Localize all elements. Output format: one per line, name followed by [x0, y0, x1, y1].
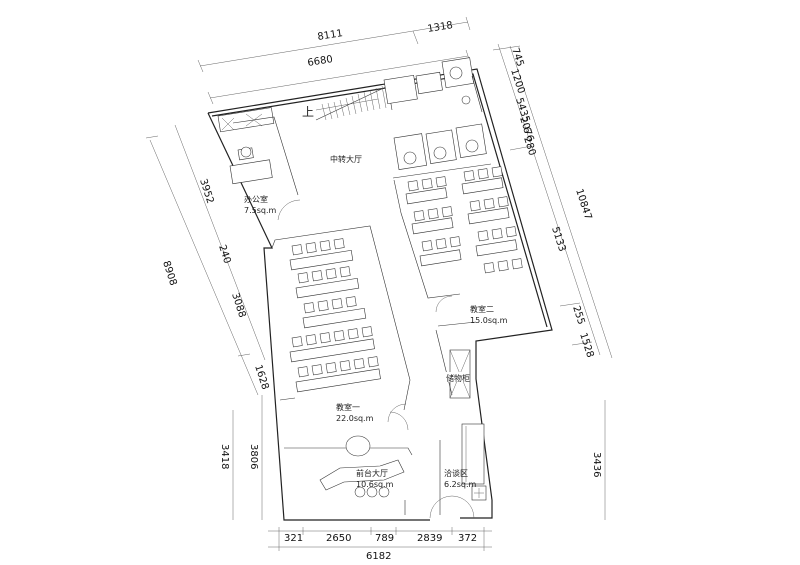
dim-top-6680: 6680 [307, 54, 334, 69]
classroom2-name: 教室二 [470, 304, 494, 314]
dim-right-255: 255 [570, 305, 586, 327]
classroom1-furniture [289, 238, 409, 431]
reception-area: 10.6sq.m [356, 480, 394, 489]
staircase: 上 [302, 85, 393, 121]
dim-left-3088: 3088 [229, 292, 247, 320]
lounge [461, 423, 487, 501]
classroom1-name: 教室一 [336, 402, 360, 412]
dim-right-6: 6 [520, 126, 532, 135]
dim-bottom-6182: 6182 [366, 551, 391, 562]
dim-top-1318: 1318 [427, 20, 454, 35]
office-area: 7.5sq.m [244, 206, 277, 215]
classroom2-furniture [405, 166, 523, 313]
dim-right-10847: 10847 [573, 188, 593, 222]
lounge-area: 6.2sq.m [444, 480, 477, 489]
dim-bottom-2839: 2839 [417, 533, 442, 544]
dim-bottom-321: 321 [284, 533, 303, 544]
storage: 储物柜 [444, 349, 471, 399]
dim-bottom-2650: 2650 [326, 533, 351, 544]
dim-top-8111: 8111 [317, 28, 344, 43]
dim-right-1200: 1200 [508, 68, 526, 96]
office-name: 办公室 [244, 194, 268, 204]
storage-name: 储物柜 [446, 373, 470, 383]
dim-bottom-789: 789 [375, 533, 394, 544]
classroom2-area: 15.0sq.m [470, 316, 508, 325]
reception [319, 435, 475, 519]
dim-right-745: 745 [509, 47, 525, 69]
top-fixtures [383, 57, 483, 113]
dim-right-1528: 1528 [577, 332, 595, 360]
dim-left-8908: 8908 [160, 260, 178, 288]
dim-left-1628: 1628 [252, 364, 270, 392]
dim-left-3418: 3418 [219, 444, 230, 469]
booths [393, 123, 487, 170]
dim-right-5133: 5133 [549, 226, 567, 254]
classroom1-area: 22.0sq.m [336, 414, 374, 423]
reception-name: 前台大厅 [356, 468, 388, 478]
lounge-name: 洽谈区 [444, 468, 468, 478]
dim-left-240: 240 [216, 244, 232, 266]
hall-name: 中转大厅 [330, 154, 362, 164]
dim-left-3952: 3952 [197, 178, 215, 206]
walls [207, 68, 553, 521]
dimension-lines [145, 16, 613, 551]
dim-bottom-372: 372 [458, 533, 477, 544]
office: 办公室 7.5sq.m [217, 107, 301, 221]
dim-right-3436: 3436 [591, 452, 602, 477]
dim-left-3806: 3806 [248, 444, 259, 469]
stair-up-label: 上 [302, 105, 314, 119]
